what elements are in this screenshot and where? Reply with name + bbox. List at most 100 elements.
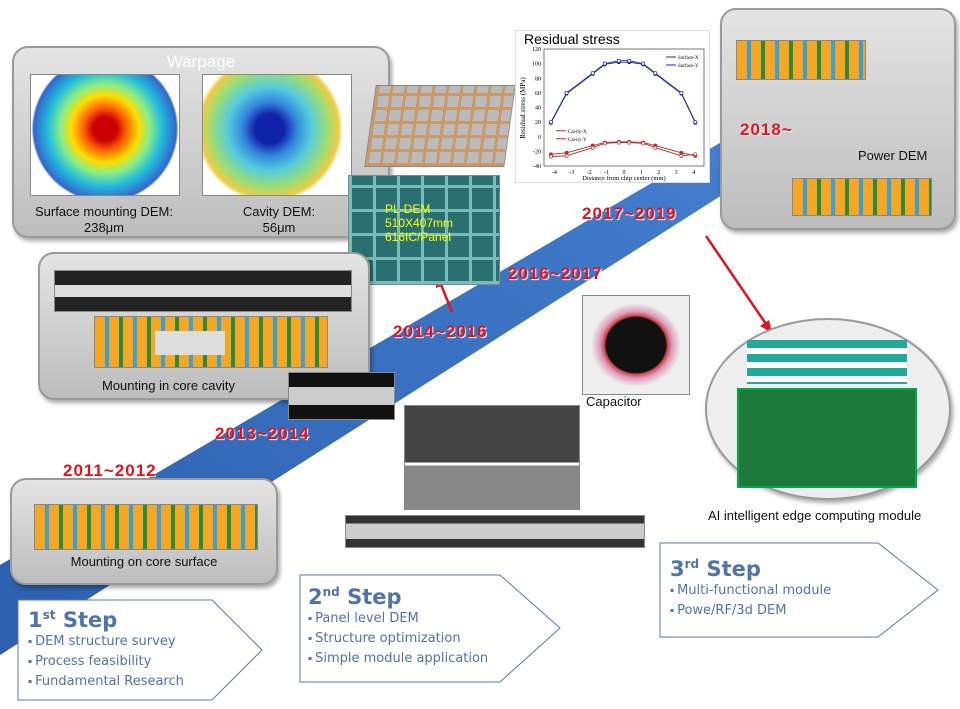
cavity-dem-caption: Cavity DEM: [242,204,316,219]
step-1: 1st Step DEM structure surveyProcess fea… [28,608,184,692]
year-label: 2013~2014 [215,424,310,443]
data-point [653,145,658,150]
year-label: 2016~2017 [508,264,603,283]
year-label: 2014~2016 [393,322,488,341]
data-point [653,71,658,76]
data-point [564,90,569,95]
step-title: 1st Step [28,608,118,632]
surface-caption: Mounting on core surface [70,554,218,569]
data-point [616,140,621,145]
power-dem-caption: Power DEM [858,148,928,163]
legend-label: Cavity-Y [568,138,587,143]
x-tick-label: 2 [657,170,660,176]
data-point [693,152,698,157]
step-item: Powe/RF/3d DEM [670,601,831,621]
surface-dem-caption: Surface mounting DEM: [34,204,173,219]
x-tick-label: 1 [640,170,643,176]
warpage-title: Warpage [166,52,236,71]
data-point [549,154,553,159]
capacitor-caption: Capacitor [586,394,642,409]
step-item: Process feasibility [28,652,184,672]
module-sample-photos [404,405,580,510]
warpage-box: Warpage Surface mounting DEM:238μm Cavit… [12,46,390,238]
x-tick-label: -4 [552,170,557,176]
embedded-strip-photo [345,515,645,548]
y-tick-label: 80 [535,76,541,82]
step-item: Multi-functional module [670,581,831,601]
x-tick-label: 0 [623,170,626,176]
y-tick-label: -20 [533,149,541,155]
data-point [590,145,595,150]
x-tick-label: -1 [604,170,609,176]
plot-frame [543,48,705,167]
cavity-structure-diagram [94,316,328,368]
y-tick-label: 120 [532,47,541,53]
data-point [564,153,569,158]
red-arrow [438,281,454,313]
pl-dem-size: 510X407mm [385,216,454,230]
data-point [641,61,646,66]
x-tick-label: 4 [692,170,695,176]
x-tick-label: -3 [569,170,574,176]
year-label: 2011~2012 [63,461,157,480]
warpage-heatmap-cavity [202,74,352,196]
y-axis-label: Residual stress (MPa) [519,77,527,139]
x-axis-label: Distance from chip center (mm) [582,175,665,182]
data-point [549,120,553,125]
data-point [590,71,595,76]
year-label: 2017~2019 [582,204,677,223]
data-point [693,120,698,125]
data-point [641,141,646,146]
data-point [627,58,632,63]
y-tick-label: 100 [532,62,541,68]
capacitor-image [582,295,690,395]
series-line [550,142,696,157]
y-tick-label: 60 [535,91,541,97]
series-line [550,60,696,123]
warpage-heatmap-surface [30,74,180,196]
data-point [627,140,632,145]
data-point [616,58,621,63]
x-tick-label: 3 [675,170,678,176]
step-item: Structure optimization [308,629,488,649]
y-tick-label: 0 [538,135,541,141]
surface-structure-diagram [34,504,258,550]
chip-cross-section [288,372,395,420]
data-point [602,61,607,66]
x-tick-label: -2 [587,170,592,176]
series-line [550,141,696,157]
red-arrow [704,235,768,325]
data-point [679,153,684,158]
year-label: 2018~ [740,120,793,139]
step-item: Fundamental Research [28,672,184,692]
step-item: Simple module application [308,649,488,669]
cavity-cross-section-photo [54,270,352,312]
y-tick-label: 40 [535,106,541,112]
step-item: DEM structure survey [28,632,184,652]
step-title: 2nd Step [308,585,402,609]
surface-box: Mounting on core surface [10,478,278,585]
step-2: 2nd Step Panel level DEMStructure optimi… [308,585,488,669]
y-tick-label: 20 [535,120,541,126]
step-item: Panel level DEM [308,609,488,629]
cavity-dem-value: 56μm [262,220,296,235]
legend-label: Cavity-X [568,130,587,135]
data-point [679,90,684,95]
power-dem-diagram-top [736,40,866,80]
step-title: 3rd Step [670,557,761,581]
ai-module-caption: AI intelligent edge computing module [708,508,922,523]
cavity-caption: Mounting in core cavity [102,378,235,393]
data-point [602,141,607,146]
y-tick-label: -40 [533,164,541,170]
module-stack-diagram [747,340,907,384]
pl-dem-label: PL-DEM [385,202,431,216]
chart-title: Residual stress [524,31,620,47]
ai-module-ring [705,318,951,500]
legend-label: Surface-Y [678,64,699,69]
legend-label: Surface-X [678,56,699,61]
pl-dem-count: 616IC/Panel [385,230,452,244]
step-3: 3rd Step Multi-functional modulePowe/RF/… [670,557,831,621]
power-dem-diagram-bottom [792,178,932,216]
